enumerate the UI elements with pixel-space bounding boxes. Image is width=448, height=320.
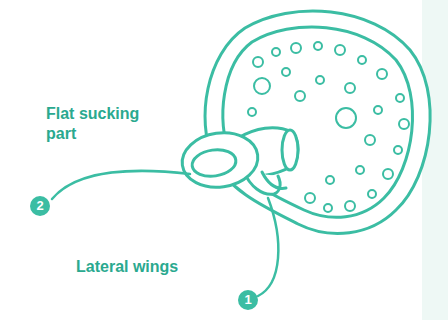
shield-hole xyxy=(368,190,376,198)
shield-hole xyxy=(356,166,364,174)
shield-hole xyxy=(316,76,324,84)
neck-ring xyxy=(282,130,298,170)
shield-hole xyxy=(396,94,404,102)
shield-hole xyxy=(335,45,345,55)
shield-hole xyxy=(399,119,409,129)
shield-hole xyxy=(374,106,382,114)
shield-hole xyxy=(248,108,256,116)
shield-hole xyxy=(326,176,334,184)
shield-hole xyxy=(377,69,387,79)
leader-line xyxy=(52,171,190,199)
shield-hole xyxy=(358,56,366,64)
flat-sucking-part xyxy=(179,128,262,192)
shield-outer xyxy=(205,11,430,234)
shield-hole xyxy=(365,135,375,145)
side-panel xyxy=(422,0,448,320)
callout-number: 2 xyxy=(30,196,50,216)
part-label: Flat sucking part xyxy=(46,104,156,144)
shield-hole xyxy=(282,68,290,76)
part-label: Lateral wings xyxy=(76,257,246,277)
shield-hole xyxy=(345,83,355,93)
shield-hole xyxy=(383,169,393,179)
shield-hole xyxy=(336,108,356,128)
shield-hole xyxy=(314,42,322,50)
shield-inner xyxy=(223,27,413,217)
shield-hole xyxy=(291,43,301,53)
shield-hole xyxy=(394,146,402,154)
shield-hole xyxy=(272,48,280,56)
shield-hole xyxy=(345,201,355,211)
sucking-part-inner xyxy=(190,147,237,179)
shield-hole xyxy=(254,78,270,94)
callout-number: 1 xyxy=(238,290,258,310)
leader-line xyxy=(258,198,278,296)
shield-hole xyxy=(305,193,315,203)
shield-hole xyxy=(295,91,305,101)
shield-hole xyxy=(324,204,332,212)
shield-hole xyxy=(253,57,263,67)
